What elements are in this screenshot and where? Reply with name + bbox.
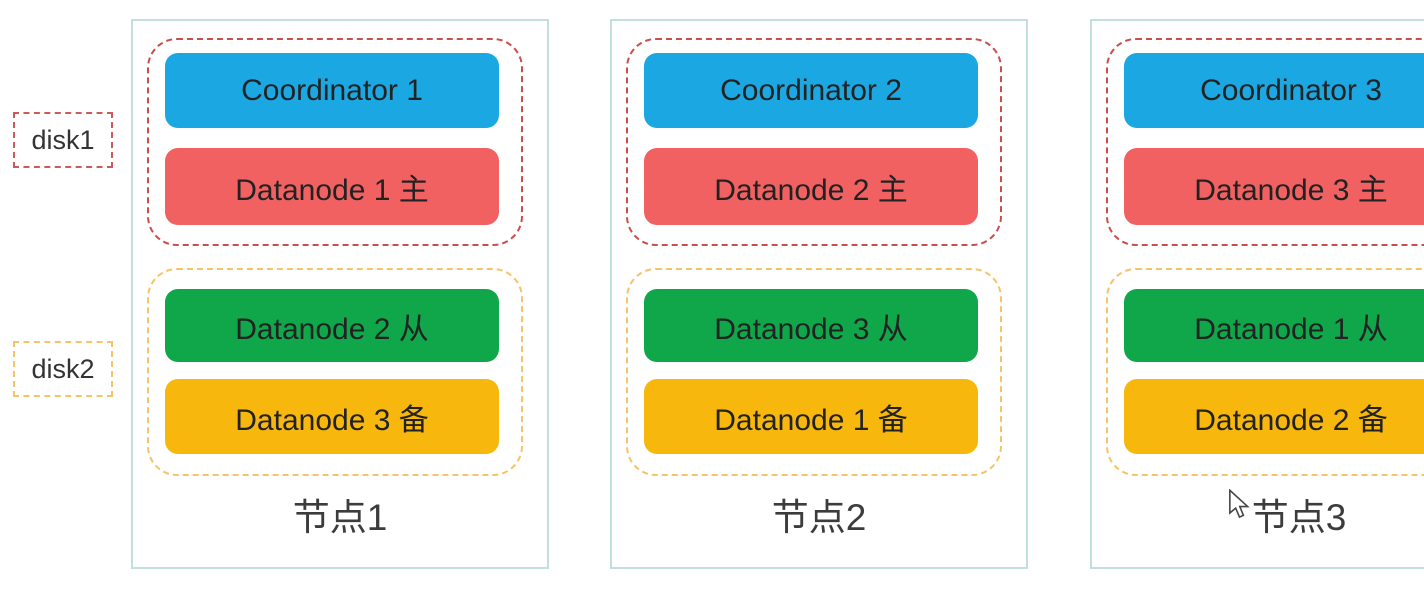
disk1-label: disk1 xyxy=(13,112,113,168)
node-3-box: Coordinator 3 Datanode 3 主 Datanode 1 从 … xyxy=(1090,19,1424,569)
node-2-datanode-primary-box: Datanode 2 主 xyxy=(644,148,978,225)
node-2-coordinator-box: Coordinator 2 xyxy=(644,53,978,128)
node-2-disk2-group: Datanode 3 从 Datanode 1 备 xyxy=(626,268,1002,476)
node-3-label: 节点3 xyxy=(1251,497,1347,538)
node-2-label: 节点2 xyxy=(771,497,867,538)
node-1-box: Coordinator 1 Datanode 1 主 Datanode 2 从 … xyxy=(131,19,549,569)
disk2-label: disk2 xyxy=(13,341,113,397)
node-3-disk1-group: Coordinator 3 Datanode 3 主 xyxy=(1106,38,1424,246)
node-3-datanode-secondary-box: Datanode 1 从 xyxy=(1124,289,1424,362)
node-1-coordinator-box: Coordinator 1 xyxy=(165,53,499,128)
node-1-datanode-secondary-box: Datanode 2 从 xyxy=(165,289,499,362)
node-2-box: Coordinator 2 Datanode 2 主 Datanode 3 从 … xyxy=(610,19,1028,569)
node-2-datanode-secondary-box: Datanode 3 从 xyxy=(644,289,978,362)
node-3-coordinator-box: Coordinator 3 xyxy=(1124,53,1424,128)
node-1-disk2-group: Datanode 2 从 Datanode 3 备 xyxy=(147,268,523,476)
node-2-disk1-group: Coordinator 2 Datanode 2 主 xyxy=(626,38,1002,246)
node-3-disk2-group: Datanode 1 从 Datanode 2 备 xyxy=(1106,268,1424,476)
node-2-datanode-backup-box: Datanode 1 备 xyxy=(644,379,978,454)
node-3-datanode-primary-box: Datanode 3 主 xyxy=(1124,148,1424,225)
node-1-datanode-primary-box: Datanode 1 主 xyxy=(165,148,499,225)
node-1-label: 节点1 xyxy=(292,497,388,538)
node-1-disk1-group: Coordinator 1 Datanode 1 主 xyxy=(147,38,523,246)
node-1-datanode-backup-box: Datanode 3 备 xyxy=(165,379,499,454)
node-3-datanode-backup-box: Datanode 2 备 xyxy=(1124,379,1424,454)
